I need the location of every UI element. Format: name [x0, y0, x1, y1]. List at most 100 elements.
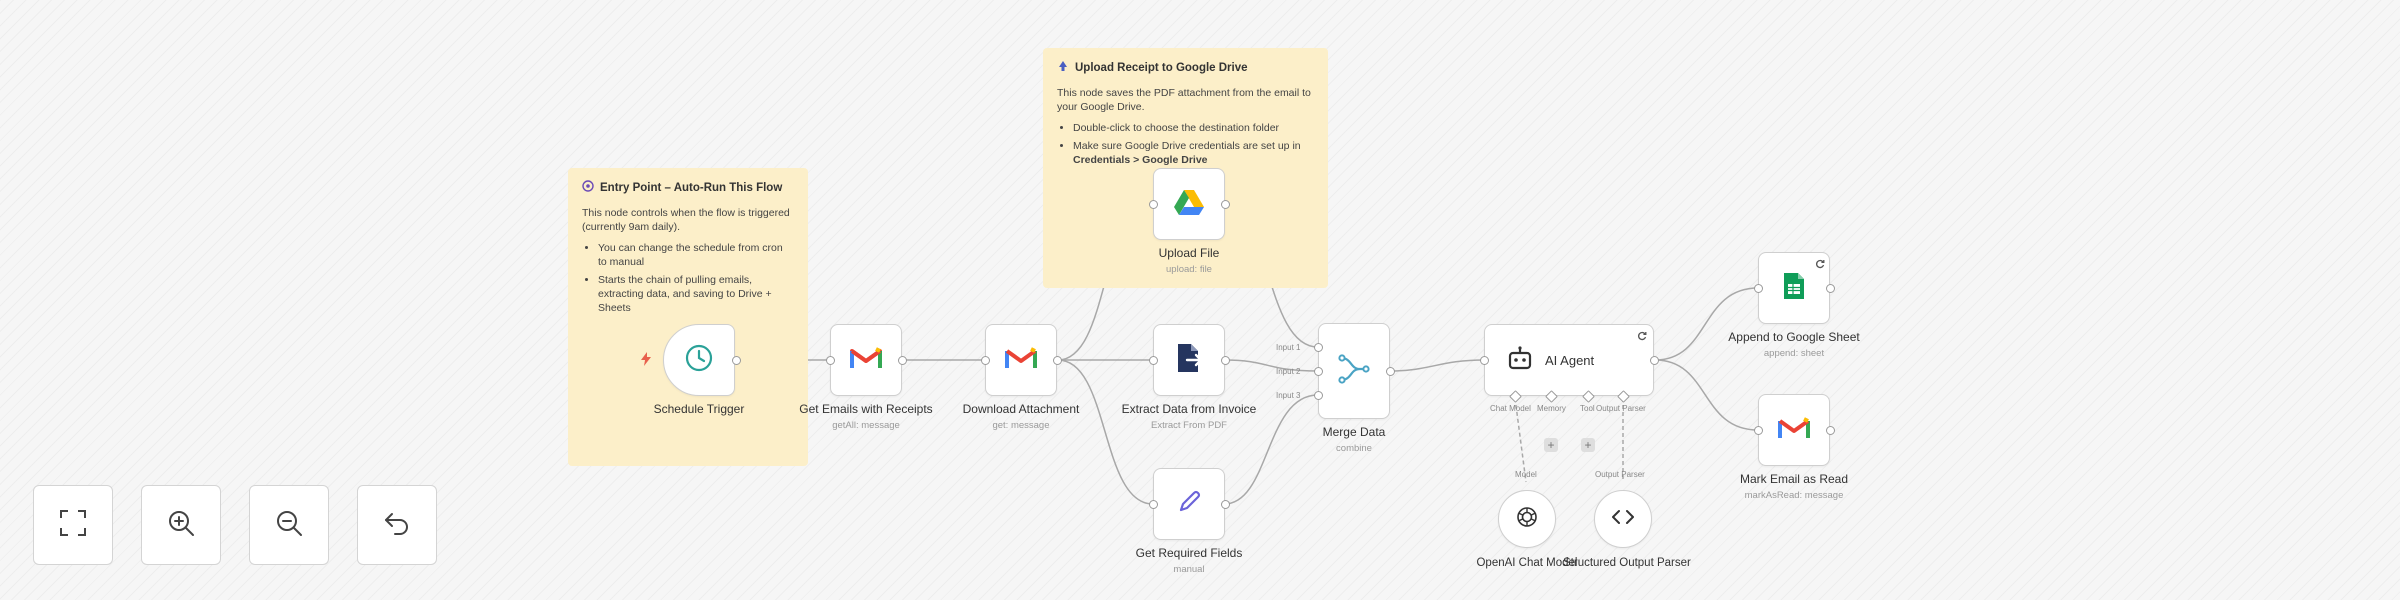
- undo-icon: [383, 509, 411, 542]
- connection-merge-to-agent: [1389, 359, 1485, 372]
- structured-output-parser-node[interactable]: [1594, 490, 1652, 548]
- node-label: Mark Email as Read: [1739, 472, 1849, 486]
- sticky-body: This node controls when the flow is trig…: [582, 207, 790, 233]
- node-subtitle: Extract From PDF: [1150, 420, 1227, 431]
- fit-view-button[interactable]: [33, 485, 113, 565]
- node-label: Append to Google Sheet: [1728, 330, 1860, 344]
- node-label: Schedule Trigger: [653, 402, 745, 416]
- refresh-icon: [1815, 256, 1825, 274]
- node-subtitle: get: message: [992, 420, 1050, 431]
- node-label: Extract Data from Invoice: [1121, 402, 1257, 416]
- connection-extract-to-merge: [1223, 359, 1319, 372]
- append-google-sheet-node[interactable]: [1758, 252, 1830, 324]
- node-label: Get Required Fields: [1135, 546, 1243, 560]
- output-port[interactable]: [1221, 356, 1230, 365]
- sticky-bullets: You can change the schedule from cron to…: [582, 241, 794, 315]
- openai-chat-model-node[interactable]: [1498, 490, 1556, 548]
- node-subtitle: manual: [1173, 564, 1205, 575]
- input-port-2[interactable]: [1314, 367, 1323, 376]
- gmail-icon: [1778, 416, 1810, 445]
- connection-fields-to-merge: [1223, 394, 1319, 505]
- pencil-icon: [1176, 489, 1202, 520]
- output-port[interactable]: [1053, 356, 1062, 365]
- robot-icon: [1507, 345, 1533, 375]
- ai-agent-node[interactable]: AI Agent: [1484, 324, 1654, 396]
- input-port[interactable]: [1754, 284, 1763, 293]
- zoom-in-button[interactable]: [141, 485, 221, 565]
- merge-icon: [1338, 353, 1370, 389]
- node-subtitle: combine: [1336, 443, 1372, 454]
- upload-file-node[interactable]: [1153, 168, 1225, 240]
- agent-port-label: Output Parser: [1596, 404, 1646, 413]
- zoom-in-icon: [167, 509, 195, 542]
- output-port[interactable]: [1826, 284, 1835, 293]
- mark-email-read-node[interactable]: [1758, 394, 1830, 466]
- input-port[interactable]: [1149, 200, 1158, 209]
- output-port[interactable]: [898, 356, 907, 365]
- output-port[interactable]: [1221, 500, 1230, 509]
- node-label: AI Agent: [1545, 352, 1595, 368]
- fit-view-icon: [59, 509, 87, 542]
- extract-pdf-icon: [1175, 343, 1203, 378]
- connection-download-to-fields: [1057, 359, 1154, 505]
- entry-point-icon: [582, 180, 594, 196]
- get-emails-node[interactable]: [830, 324, 902, 396]
- output-port[interactable]: [1826, 426, 1835, 435]
- openai-icon: [1515, 505, 1539, 534]
- extract-data-node[interactable]: [1153, 324, 1225, 396]
- agent-port-label: Chat Model: [1490, 404, 1531, 413]
- input-port[interactable]: [1149, 356, 1158, 365]
- download-attachment-node[interactable]: [985, 324, 1057, 396]
- google-drive-icon: [1173, 188, 1205, 221]
- sticky-title: Entry Point – Auto-Run This Flow: [600, 182, 783, 194]
- input-port[interactable]: [981, 356, 990, 365]
- output-port[interactable]: [1650, 356, 1659, 365]
- sticky-title: Upload Receipt to Google Drive: [1075, 62, 1248, 74]
- output-port[interactable]: [732, 356, 741, 365]
- schedule-trigger-node[interactable]: [663, 324, 735, 396]
- code-brackets-icon: [1612, 509, 1634, 530]
- get-required-fields-node[interactable]: [1153, 468, 1225, 540]
- node-subtitle: upload: file: [1166, 264, 1212, 275]
- node-label: OpenAI Chat Model: [1476, 557, 1578, 569]
- connection-agent-to-sheet: [1654, 287, 1759, 361]
- node-label: Upload File: [1158, 246, 1220, 260]
- node-label: Get Emails with Receipts: [799, 402, 933, 416]
- node-label: Structured Output Parser: [1563, 557, 1691, 569]
- input-port[interactable]: [1754, 426, 1763, 435]
- node-subtitle: markAsRead: message: [1744, 490, 1844, 501]
- google-sheets-icon: [1783, 272, 1805, 305]
- gmail-icon: [850, 346, 882, 375]
- input-port[interactable]: [1149, 500, 1158, 509]
- sticky-bullet: Starts the chain of pulling emails, extr…: [598, 273, 794, 315]
- refresh-icon: [1637, 328, 1647, 346]
- output-port[interactable]: [1221, 200, 1230, 209]
- node-subtitle: append: sheet: [1763, 348, 1825, 359]
- output-port[interactable]: [1386, 367, 1395, 376]
- sticky-bullet: Make sure Google Drive credentials are s…: [1073, 139, 1314, 167]
- sticky-body: This node saves the PDF attachment from …: [1057, 87, 1311, 113]
- add-memory-button[interactable]: +: [1544, 438, 1558, 452]
- trigger-lightning-icon: [640, 352, 652, 371]
- node-label: Merge Data: [1322, 425, 1386, 439]
- merge-input-label: Input 2: [1276, 367, 1301, 376]
- merge-data-node[interactable]: [1318, 323, 1390, 419]
- input-port[interactable]: [1480, 356, 1489, 365]
- add-tool-button[interactable]: +: [1581, 438, 1595, 452]
- zoom-out-icon: [275, 509, 303, 542]
- sub-node-port-label: Model: [1515, 470, 1537, 479]
- input-port-1[interactable]: [1314, 343, 1323, 352]
- input-port-3[interactable]: [1314, 391, 1323, 400]
- upload-icon: [1057, 60, 1069, 76]
- zoom-out-button[interactable]: [249, 485, 329, 565]
- agent-port-label: Tool: [1580, 404, 1595, 413]
- node-subtitle: getAll: message: [832, 420, 900, 431]
- input-port[interactable]: [826, 356, 835, 365]
- gmail-icon: [1005, 346, 1037, 375]
- sticky-note-entry-point[interactable]: Entry Point – Auto-Run This Flow This no…: [568, 168, 808, 466]
- undo-button[interactable]: [357, 485, 437, 565]
- clock-icon: [684, 343, 714, 378]
- sticky-bullets: Double-click to choose the destination f…: [1057, 121, 1314, 167]
- node-label: Download Attachment: [962, 402, 1080, 416]
